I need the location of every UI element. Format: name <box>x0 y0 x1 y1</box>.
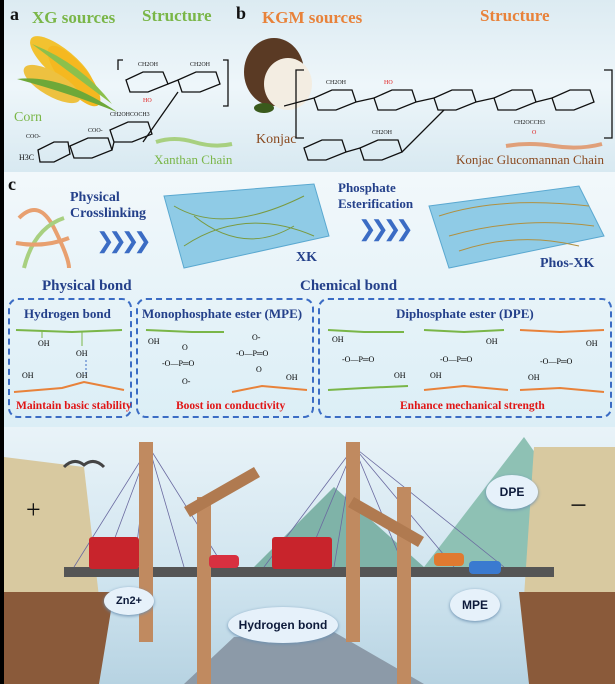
panel-c-letter: c <box>8 174 16 194</box>
svg-text:-O—P═O: -O—P═O <box>236 349 269 358</box>
kgm-structure-title: Structure <box>480 6 550 25</box>
svg-text:OH: OH <box>586 339 598 348</box>
svg-text:OH: OH <box>430 371 442 380</box>
panel-c: c Physical Crosslinking ❯❯❯❯ XK Phosphat… <box>4 172 615 427</box>
phos-xk-hydrogel <box>428 185 605 269</box>
xg-structure-title: Structure <box>142 6 212 25</box>
mpe-bubble: MPE <box>450 589 500 621</box>
corn-image <box>17 36 117 112</box>
svg-text:CH2OH: CH2OH <box>326 80 347 86</box>
svg-text:CH2OH: CH2OH <box>372 130 393 136</box>
effect-text: Boost ion conductivity <box>176 400 286 412</box>
svg-text:CH2OH: CH2OH <box>190 62 211 68</box>
box-title: Hydrogen bond <box>24 306 111 321</box>
h3c-label: H3C <box>19 153 34 162</box>
svg-text:OH: OH <box>286 373 298 382</box>
svg-text:O: O <box>182 343 188 352</box>
svg-text:O-: O- <box>182 377 191 386</box>
svg-text:-O—P═O: -O—P═O <box>342 355 375 364</box>
hydrogen-bond-diagram: OH OH OH OH <box>13 329 125 393</box>
svg-text:CH2OCCH3: CH2OCCH3 <box>514 120 545 126</box>
chemical-bond-label: Chemical bond <box>300 278 398 294</box>
panel-b-letter: b <box>236 3 247 23</box>
effect-text: Enhance mechanical strength <box>400 400 545 412</box>
svg-text:OH: OH <box>76 349 88 358</box>
svg-text:COO-: COO- <box>26 134 41 140</box>
svg-text:-O—P═O: -O—P═O <box>162 359 195 368</box>
mpe-diagram: OH O -O—P═O O- O- -O—P═O O OH <box>145 329 308 393</box>
kgm-sources-title: KGM sources <box>262 8 363 27</box>
arrow-1-icon: ❯❯❯❯ <box>96 228 152 253</box>
bridge-illustration <box>4 437 615 684</box>
bridge-scene: + − DPE MPE Zn2+ Hydrogen bond <box>4 427 615 684</box>
svg-text:OH: OH <box>38 339 50 348</box>
svg-text:OH: OH <box>528 373 540 382</box>
svg-text:-O—P═O: -O—P═O <box>540 357 573 366</box>
phos-xk-label: Phos-XK <box>540 256 595 271</box>
svg-text:OH: OH <box>486 337 498 346</box>
xanthan-chain-label: Xanthan Chain <box>154 152 233 167</box>
xk-hydrogel <box>163 183 330 269</box>
dpe-diagram: OH-O—P═OOH OH-O—P═OOH OH-O—P═OOH <box>327 329 605 393</box>
box-title: Diphosphate ester (DPE) <box>396 306 534 321</box>
svg-text:HO: HO <box>143 98 152 104</box>
hydrogen-bond-bubble: Hydrogen bond <box>228 607 338 643</box>
xanthan-chain-icon <box>155 137 233 148</box>
svg-text:O: O <box>256 365 262 374</box>
physical-bond-label: Physical bond <box>42 278 132 294</box>
kgm-chain-icon <box>505 142 603 150</box>
svg-text:COO-: COO- <box>88 128 103 134</box>
panel-a-letter: a <box>10 4 19 24</box>
svg-text:CH2OH: CH2OH <box>138 62 159 68</box>
kgm-structure: CH2OH CH2OCCH3 HO O CH2OH <box>284 69 613 161</box>
step-phosphate-esterification: Phosphate Esterification <box>338 180 414 211</box>
box-title: Monophosphate ester (MPE) <box>142 306 303 321</box>
svg-text:CH2OHCOCH3: CH2OHCOCH3 <box>110 112 150 118</box>
arrow-2-icon: ❯❯❯❯ <box>358 216 414 241</box>
xk-label: XK <box>296 250 317 265</box>
hydrogen-bond-box: Hydrogen bond OH OH OH OH Maintain basic s… <box>8 298 132 418</box>
xg-sources-title: XG sources <box>32 8 116 27</box>
svg-text:HO: HO <box>384 80 393 86</box>
xanthan-structure: CH2OH CH2OH CH2OHCOCH3 COO- COO- H3C HO <box>19 59 229 163</box>
svg-text:OH: OH <box>76 371 88 380</box>
zn-ion-bubble: Zn2+ <box>104 587 154 615</box>
positive-electrode-sign: + <box>26 495 41 524</box>
dpe-bubble: DPE <box>486 475 538 509</box>
svg-text:-O—P═O: -O—P═O <box>440 355 473 364</box>
svg-text:OH: OH <box>332 335 344 344</box>
step-physical-crosslinking: Physical Crosslinking <box>70 190 146 221</box>
konjac-label: Konjac <box>256 132 297 147</box>
effect-text: Maintain basic stability <box>16 400 132 412</box>
svg-text:O-: O- <box>252 333 261 342</box>
polymer-chains-icon <box>15 208 71 269</box>
svg-text:OH: OH <box>394 371 406 380</box>
svg-text:OH: OH <box>22 371 34 380</box>
panel-ab: a XG sources Structure Corn CH2OH CH2OH … <box>4 0 615 172</box>
konjac-image <box>244 38 312 113</box>
svg-text:OH: OH <box>148 337 160 346</box>
kgm-chain-label: Konjac Glucomannan Chain <box>456 152 605 167</box>
negative-electrode-sign: − <box>570 489 587 522</box>
corn-label: Corn <box>14 110 42 125</box>
svg-text:O: O <box>532 130 537 136</box>
